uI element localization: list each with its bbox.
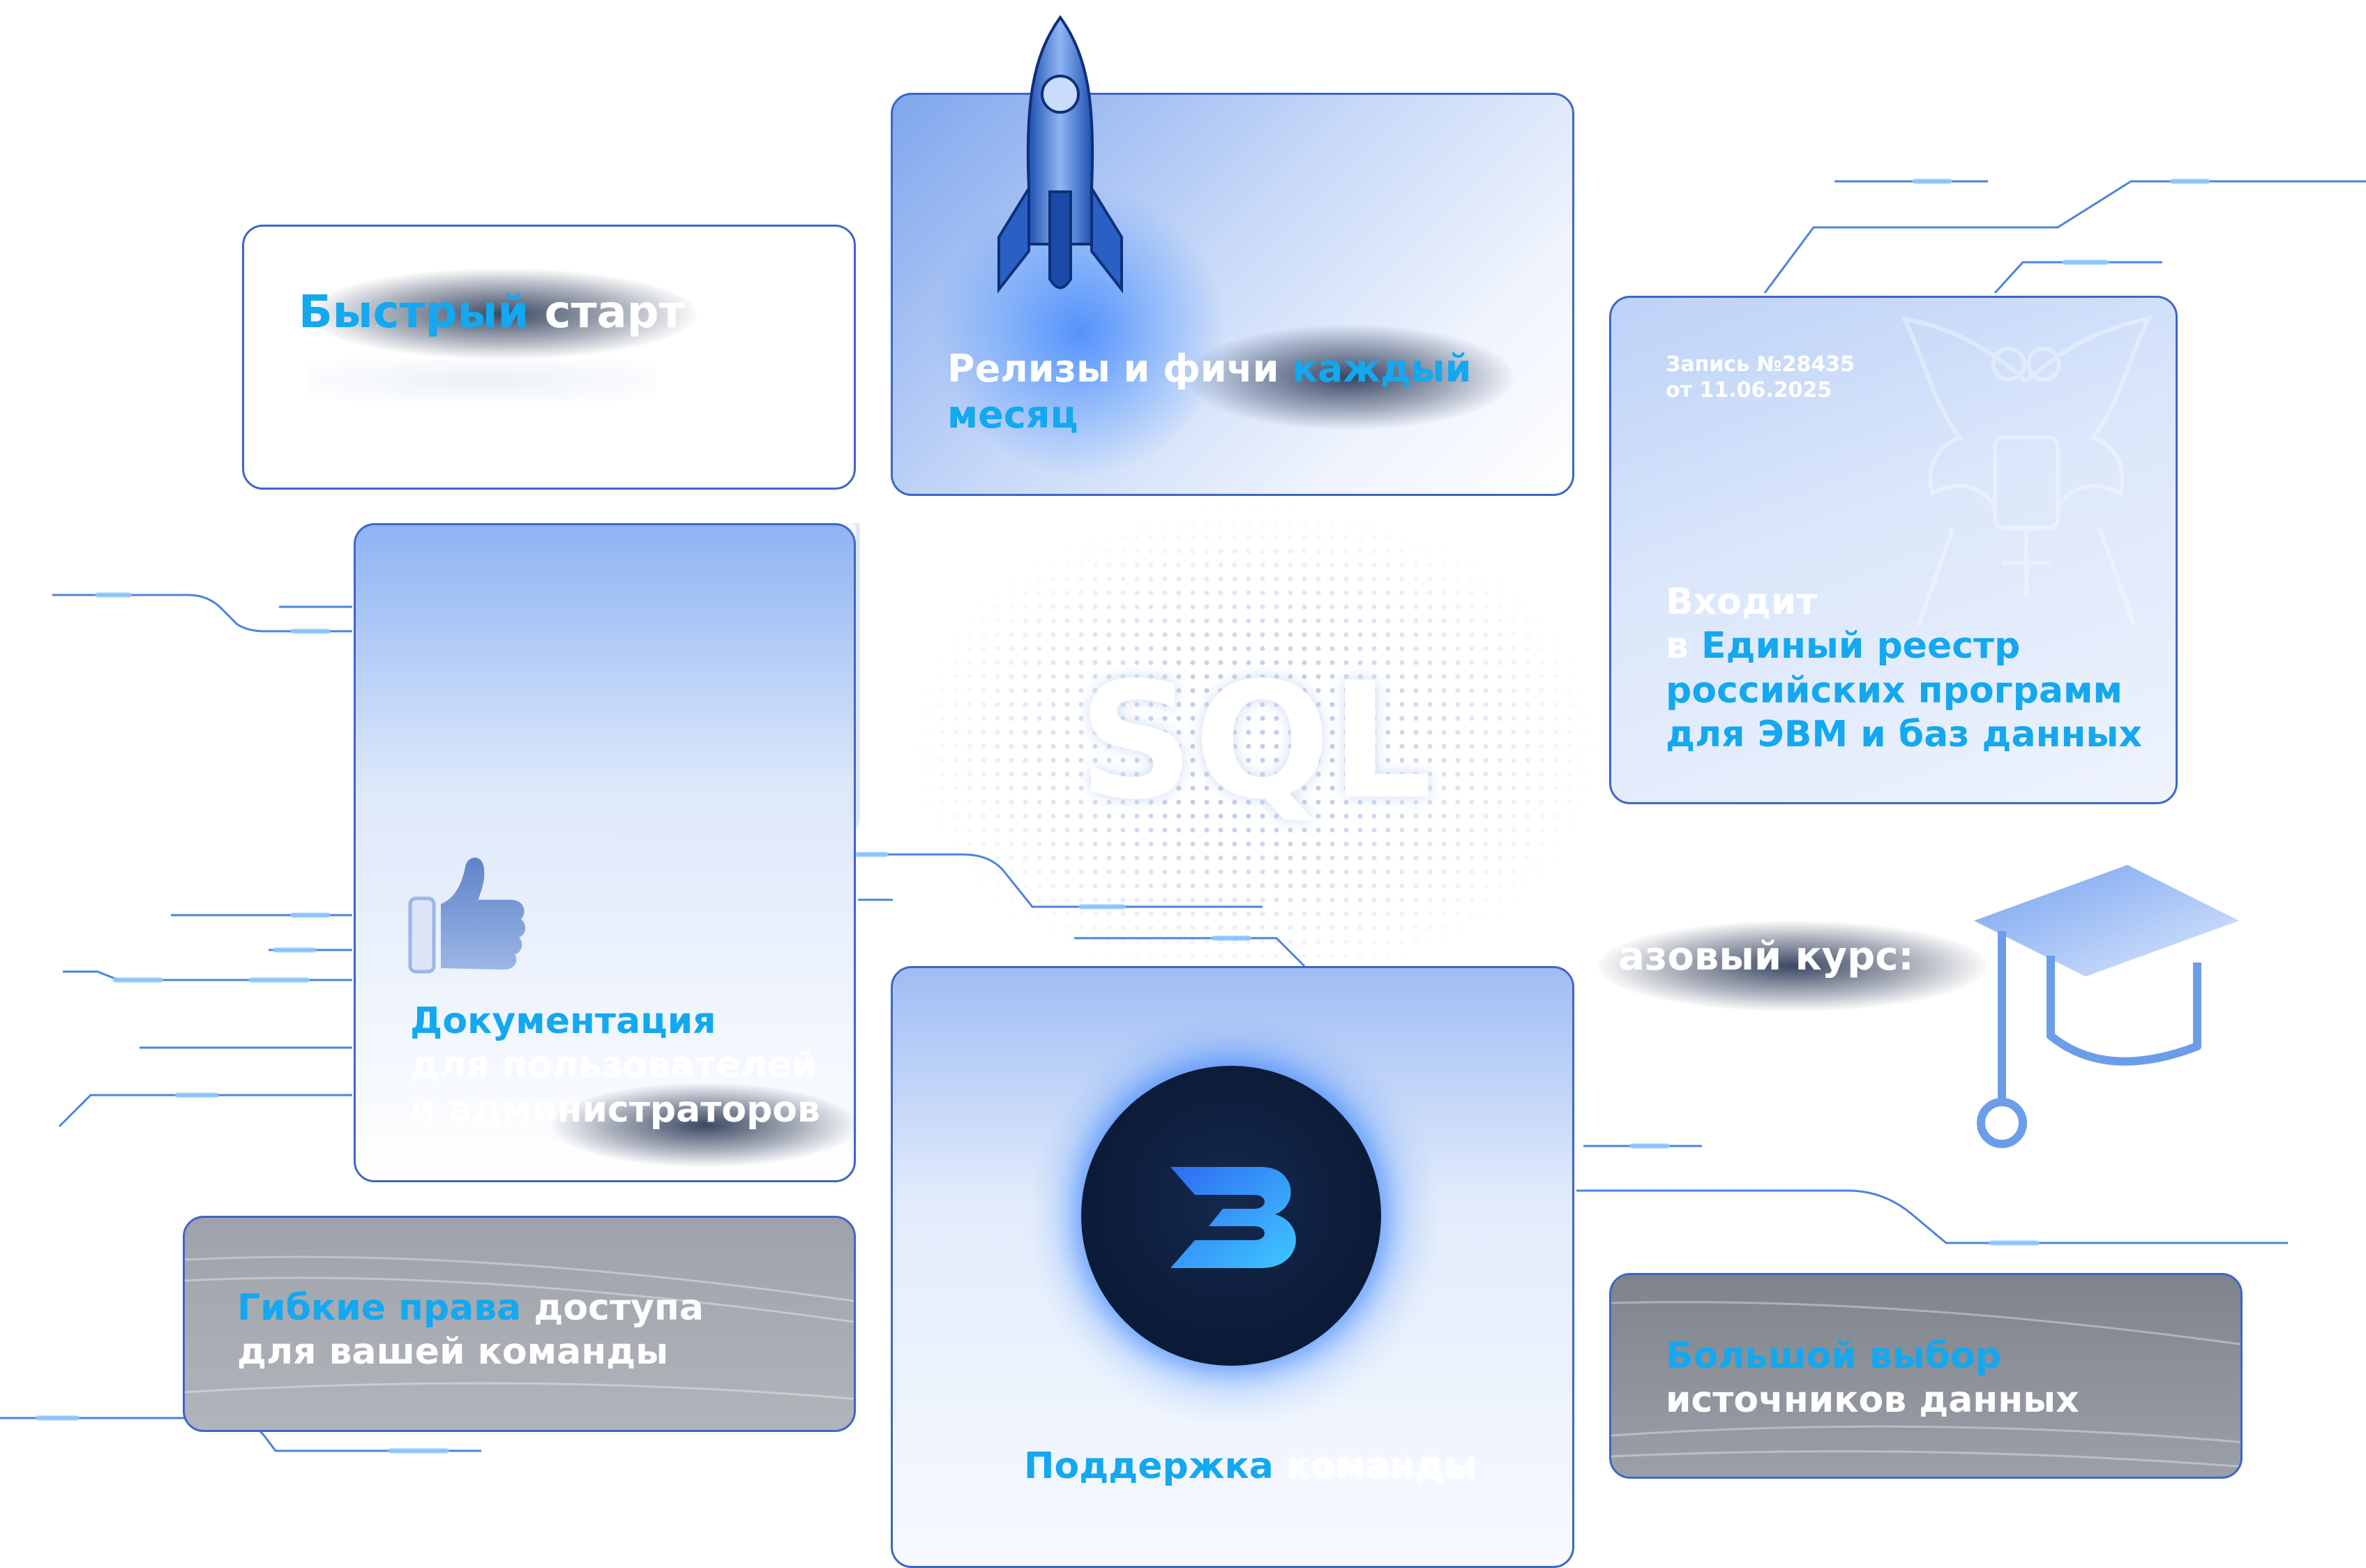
releases-title: Релизы и фичи каждый месяц (947, 346, 1471, 438)
card-sources: Большой выбор источников данных (1609, 1273, 2243, 1479)
logo-icon (1170, 1167, 1296, 1268)
fast-start-faded-line (307, 359, 656, 401)
card-support: Поддержка команды (891, 966, 1574, 1568)
fast-start-highlight: Быстрый (299, 287, 529, 338)
registry-line2-white: в (1666, 625, 1702, 668)
card-releases: Релизы и фичи каждый месяц (891, 93, 1574, 496)
registry-line3-cyan: российских программ (1666, 669, 2123, 711)
registry-line1-white: Входит (1666, 581, 1818, 623)
registry-line4-cyan: для ЭВМ и баз данных (1666, 714, 2142, 756)
center-sql: SQL (1078, 649, 1433, 835)
releases-line1-white: Релизы и фичи (947, 347, 1293, 391)
registry-record-line1: Запись №28435 (1666, 352, 1855, 377)
support-highlight: Поддержка (1024, 1445, 1274, 1487)
dotted-sphere (907, 502, 1604, 990)
fast-start-title: Быстрый старт (299, 285, 685, 340)
releases-line2-cyan: месяц (947, 392, 1078, 437)
sources-line2: источников данных (1666, 1379, 2079, 1422)
light-streaks (185, 1256, 854, 1401)
fast-start-text: старт (529, 287, 685, 338)
course-text-shadow (1597, 921, 1988, 1011)
docs-title: Документация (410, 1000, 716, 1042)
card-fast-start: Быстрый старт (242, 225, 856, 490)
card-docs: Документация для пользователей и админис… (354, 523, 856, 1182)
sources-text: Большой выбор источников данных (1666, 1334, 2079, 1423)
text-shadow (1186, 325, 1514, 430)
docs-line3: и администраторов (410, 1088, 820, 1131)
docs-text: Документация для пользователей и админис… (410, 1000, 820, 1132)
course-text: азовый курс: (1618, 934, 1914, 979)
text-shadow (307, 269, 698, 359)
graduation-cap-icon (1974, 865, 2239, 1148)
registry-text: Входит в Единый реестр российских програ… (1666, 580, 2142, 757)
docs-line2: для пользователей (410, 1044, 817, 1087)
releases-line1-cyan: каждый (1292, 347, 1472, 391)
rocket-icon (997, 15, 1123, 294)
eagle-emblem-icon (1900, 315, 2153, 627)
card-access: Гибкие права доступа для вашей команды (183, 1216, 856, 1432)
registry-record-line2: от 11.06.2025 (1666, 377, 1832, 402)
access-line2: для вашей команды (237, 1331, 669, 1373)
sources-highlight: Большой выбор (1666, 1335, 2001, 1377)
access-text: Гибкие права доступа для вашей команды (237, 1286, 704, 1375)
thumbs-up-icon (408, 857, 526, 974)
center-subtext (935, 827, 1562, 854)
card-registry: Запись №28435 от 11.06.2025 Входит в Еди… (1609, 296, 2178, 804)
light-streaks (1611, 1301, 2240, 1468)
text-shadow (551, 1083, 854, 1167)
registry-line2-cyan: Единый реестр (1701, 625, 2021, 668)
access-highlight: Гибкие права (237, 1287, 522, 1329)
access-text-white: доступа (521, 1287, 704, 1329)
support-text-white: команды (1273, 1445, 1477, 1487)
support-text: Поддержка команды (1024, 1445, 1477, 1488)
registry-record: Запись №28435 от 11.06.2025 (1666, 352, 1855, 403)
